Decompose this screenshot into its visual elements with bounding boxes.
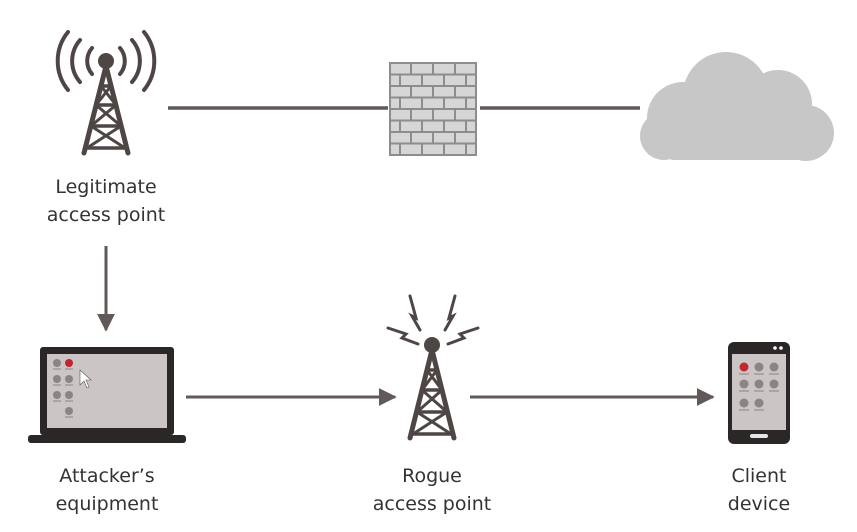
cursor-icon (79, 369, 92, 389)
rogue-ap-label-line1: Rogue (402, 465, 462, 487)
legit-ap-label-line1: Legitimate (55, 176, 157, 198)
client-label-line1: Client (731, 465, 787, 487)
attacker-label: Attacker’s equipment (17, 462, 197, 518)
broadcast-tower-icon (55, 30, 157, 156)
laptop-icon (28, 347, 186, 443)
client-label-line2: device (727, 493, 791, 515)
attacker-label-line2: equipment (55, 493, 159, 515)
attacker-label-line1: Attacker’s (59, 465, 155, 487)
rogue-ap-label: Rogue access point (342, 462, 522, 518)
client-label: Client device (669, 462, 849, 518)
legit-ap-label-line2: access point (46, 204, 166, 226)
cloud-icon (640, 52, 834, 161)
legit-ap-label: Legitimate access point (16, 173, 196, 229)
lightning-tower-icon (386, 294, 480, 441)
brick-wall-icon (389, 62, 477, 156)
smartphone-icon (728, 342, 790, 444)
rogue-ap-label-line2: access point (372, 493, 492, 515)
